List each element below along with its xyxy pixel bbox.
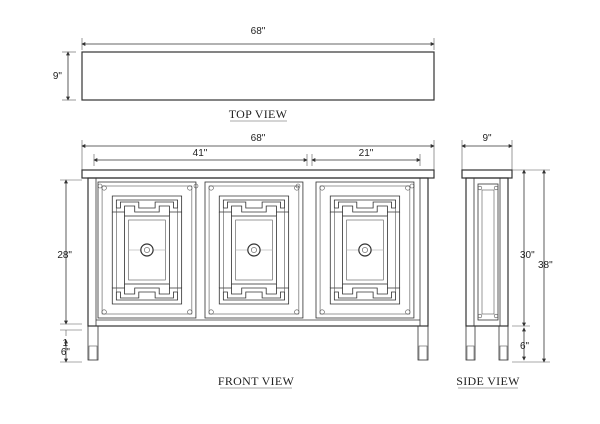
side-top-slab: [461, 169, 513, 179]
front-top-slab: [81, 169, 435, 179]
front-leg-right: [417, 325, 429, 361]
front-door-height-label: 28": [57, 250, 72, 261]
side-leg-height-label: 6": [520, 341, 530, 352]
top-width-label: 68": [251, 26, 266, 37]
door-right: [315, 181, 415, 319]
top-view-title: TOP VIEW: [229, 107, 288, 121]
top-view: 68" 9" TOP VIEW: [53, 26, 435, 122]
top-depth-label: 9": [53, 71, 63, 82]
door-left: [97, 181, 197, 319]
front-leg-left: [87, 325, 99, 361]
front-right-section-label: 21": [359, 148, 374, 159]
side-leg-right: [498, 325, 509, 361]
side-cabinet-body: [465, 177, 509, 327]
front-left-section-label: 41": [193, 148, 208, 159]
top-surface: [81, 51, 435, 101]
front-overall-width-label: 68": [251, 133, 266, 144]
side-depth-label: 9": [482, 133, 492, 144]
side-overall-height-label: 38": [538, 260, 553, 271]
side-view: 9" 30" 38" 6" SIDE VIEW: [456, 133, 553, 389]
side-cabinet-height-label: 30": [520, 250, 535, 261]
front-view: 68" 41" 21": [57, 133, 435, 389]
door-center: [204, 181, 304, 319]
front-leg-height-label: 6": [61, 347, 71, 358]
side-leg-left: [465, 325, 476, 361]
side-view-title: SIDE VIEW: [456, 374, 520, 388]
front-view-title: FRONT VIEW: [218, 374, 295, 388]
